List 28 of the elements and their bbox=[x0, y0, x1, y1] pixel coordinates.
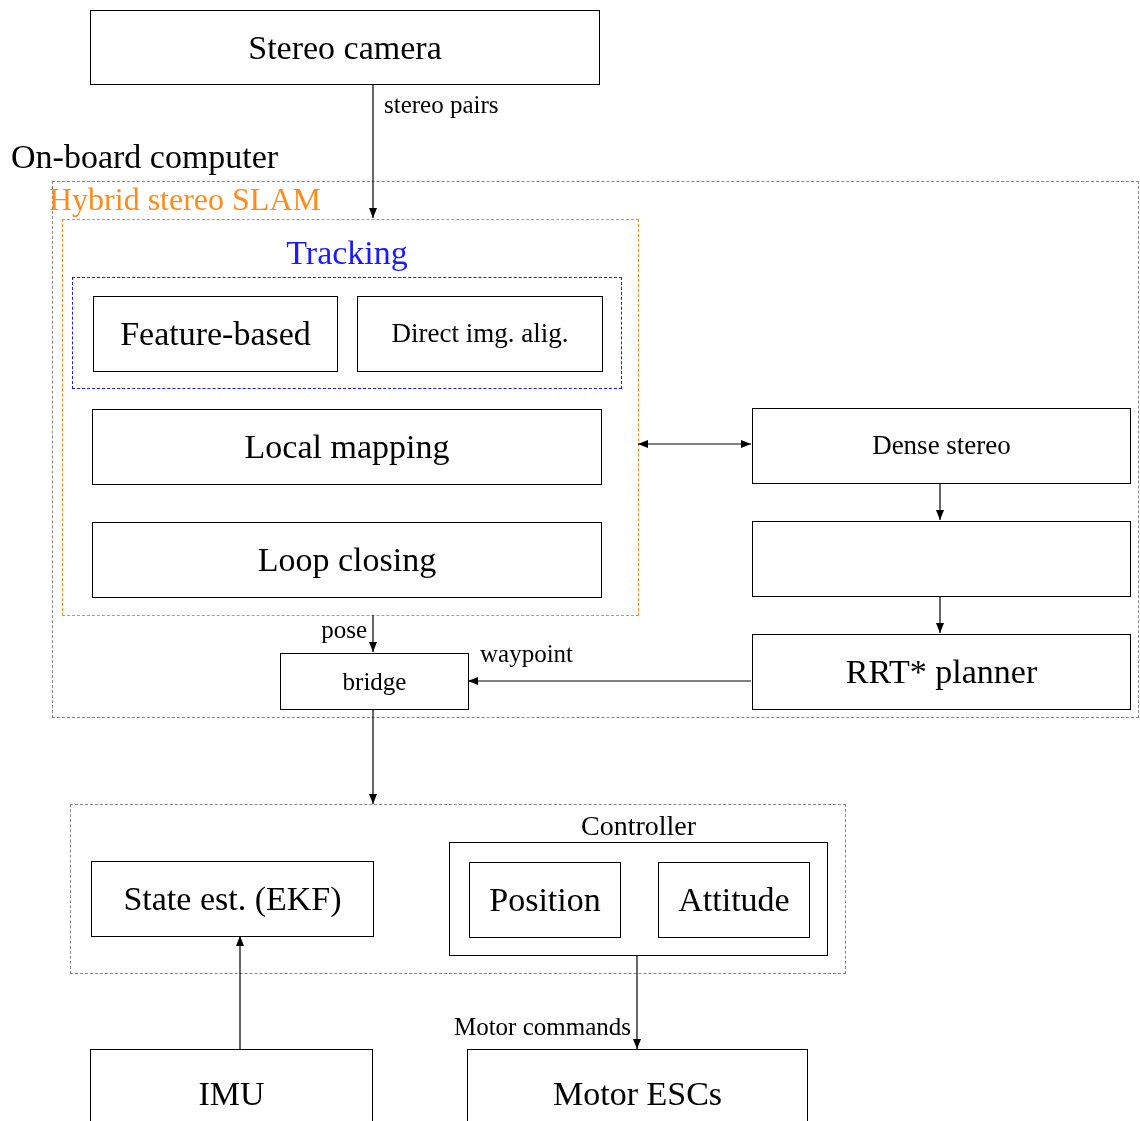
group-boundary bbox=[70, 804, 846, 974]
group-title: Controller bbox=[579, 811, 698, 842]
process-box bbox=[752, 521, 1131, 597]
process-box: Motor ESCs bbox=[467, 1049, 808, 1121]
process-box: Attitude bbox=[658, 862, 810, 938]
arrow bbox=[637, 440, 752, 448]
process-box: RRT* planner bbox=[752, 634, 1131, 710]
arrow bbox=[236, 935, 244, 1050]
process-box: Local mapping bbox=[92, 409, 602, 485]
process-box: Loop closing bbox=[92, 522, 602, 598]
process-box: bridge bbox=[280, 653, 469, 710]
arrow bbox=[467, 677, 752, 685]
arrow bbox=[369, 84, 377, 219]
group-title: On-board computer bbox=[11, 138, 279, 176]
group-title: Hybrid stereo SLAM bbox=[49, 182, 321, 218]
arrow bbox=[936, 482, 944, 521]
process-box: Feature-based bbox=[93, 296, 338, 372]
arrow bbox=[633, 954, 641, 1050]
group-title: Tracking bbox=[285, 234, 409, 272]
arrow bbox=[936, 595, 944, 634]
arrow bbox=[369, 614, 377, 653]
process-box: Dense stereo bbox=[752, 408, 1131, 484]
process-box: Position bbox=[469, 862, 621, 938]
process-box: Stereo camera bbox=[90, 10, 600, 85]
process-box: Direct img. alig. bbox=[357, 296, 603, 372]
process-box: IMU bbox=[90, 1049, 373, 1121]
process-box: State est. (EKF) bbox=[91, 861, 374, 937]
arrow bbox=[369, 708, 377, 805]
